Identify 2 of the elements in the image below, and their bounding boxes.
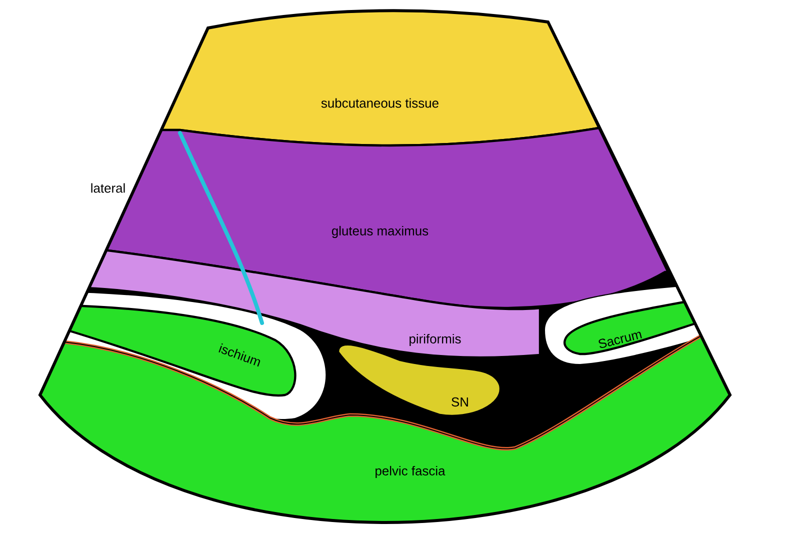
bone-drawing: Sacrum bbox=[544, 284, 712, 366]
tissue-band: subcutaneous tissue bbox=[160, 10, 600, 147]
